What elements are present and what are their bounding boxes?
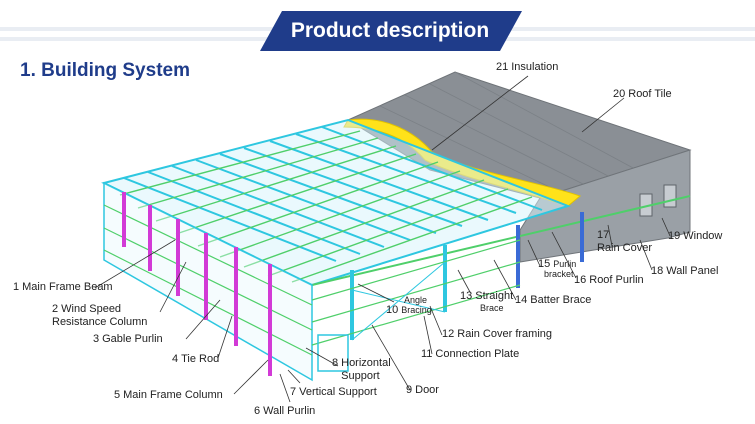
roof-purlins — [119, 130, 533, 283]
banner-title: Product description — [290, 19, 490, 42]
door — [317, 334, 349, 372]
window — [663, 184, 677, 208]
leader-lines — [94, 75, 671, 403]
angle-bracing — [351, 261, 446, 341]
section-title: 1. Building System — [20, 60, 190, 81]
roof-tile-ribs — [379, 71, 636, 193]
main-frame-columns — [122, 192, 584, 376]
rain-cover-framing — [311, 195, 691, 286]
banner-background — [260, 11, 522, 51]
